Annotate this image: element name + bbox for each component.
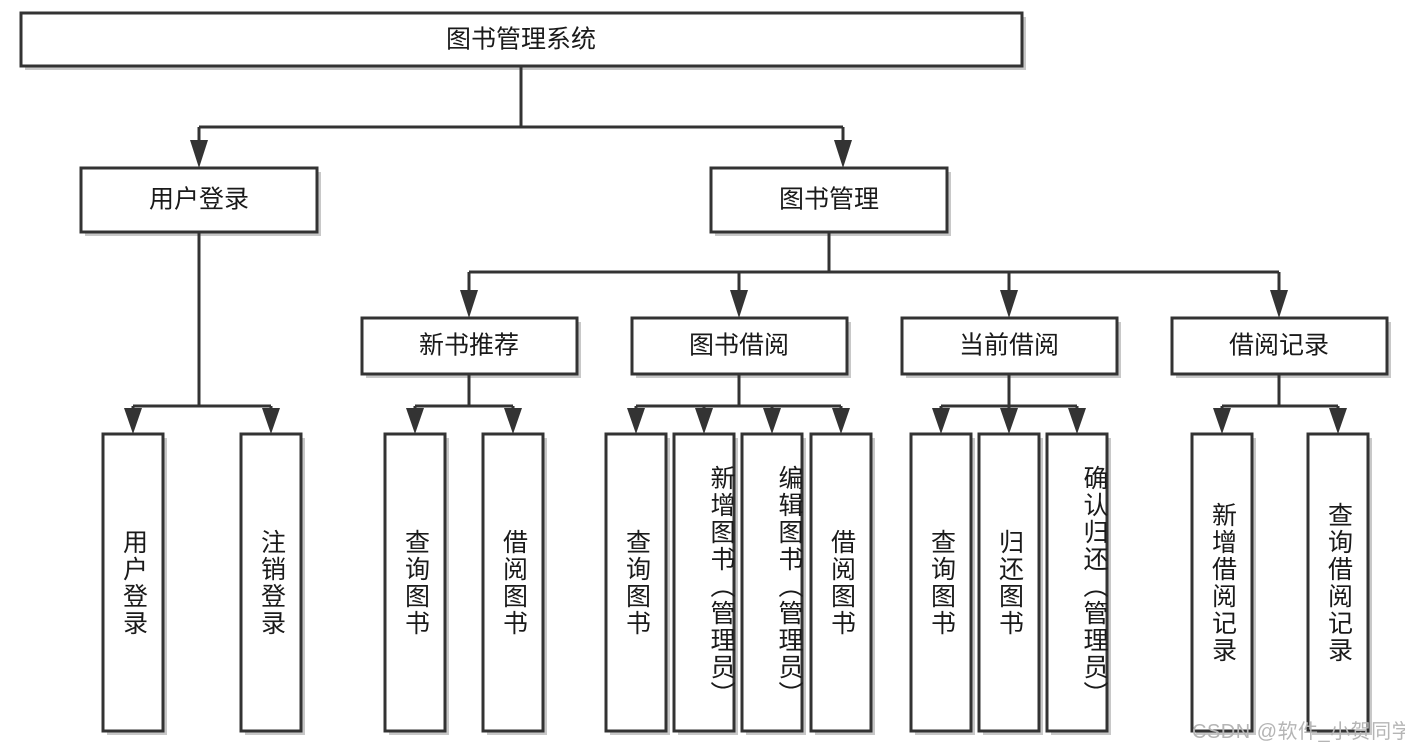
arrow-head-icon (730, 290, 748, 318)
leaf-query-book-1-box (383, 432, 447, 733)
leaf-borrow-book-1-box (481, 432, 545, 733)
leaf-add-record-box (1190, 432, 1254, 733)
leaf-user-login-box (101, 432, 165, 733)
leaf-edit-book-box (740, 432, 804, 733)
node-current-borrow-label: 当前借阅 (959, 332, 1059, 360)
node-book-borrow[interactable]: 图书借阅 (630, 316, 851, 378)
node-borrow-record[interactable]: 借阅记录 (1170, 316, 1391, 378)
node-borrow-record-label: 借阅记录 (1229, 332, 1329, 360)
arrow-head-icon (763, 408, 781, 434)
leaf-node-borrow-book-1[interactable] (481, 432, 547, 735)
arrow-head-icon (932, 408, 950, 434)
arrow-head-icon (262, 408, 280, 434)
node-user-login[interactable]: 用户登录 (79, 166, 321, 236)
leaf-node-user-login[interactable] (101, 432, 167, 735)
node-user-login-box (79, 166, 319, 234)
node-new-book-rec-label: 新书推荐 (419, 332, 519, 360)
leaf-node-query-book-3[interactable] (909, 432, 975, 735)
leaf-logout-box (239, 432, 303, 733)
leaf-node-return-book[interactable] (977, 432, 1043, 735)
leaf-node-logout[interactable] (239, 432, 305, 735)
leaf-node-add-book[interactable] (672, 432, 738, 735)
leaf-query-book-3-box (909, 432, 973, 733)
connector-user-login-to-leaves (124, 232, 280, 434)
leaf-node-add-record[interactable] (1190, 432, 1256, 735)
arrow-head-icon (695, 408, 713, 434)
csdn-watermark: CSDN @软件_小贺同学 (1192, 721, 1405, 743)
arrow-head-icon (1213, 408, 1231, 434)
connector-new-book-rec-to-leaves (406, 374, 522, 434)
arrow-head-icon (1329, 408, 1347, 434)
leaf-node-confirm-return[interactable] (1045, 432, 1111, 735)
leaf-query-book-2-box (604, 432, 668, 733)
connector-book-borrow-to-leaves (627, 374, 850, 434)
node-book-manage-label: 图书管理 (779, 186, 879, 214)
leaf-node-query-book-1[interactable] (383, 432, 449, 735)
node-new-book-rec-box (360, 316, 579, 376)
node-root-label: 图书管理系统 (446, 26, 596, 54)
leaf-node-edit-book[interactable] (740, 432, 806, 735)
node-book-borrow-label: 图书借阅 (689, 332, 789, 360)
connector-current-borrow-to-leaves (932, 374, 1086, 434)
leaf-node-query-book-2[interactable] (604, 432, 670, 735)
connector-borrow-record-to-leaves (1213, 374, 1347, 434)
node-book-manage[interactable]: 图书管理 (709, 166, 951, 236)
arrow-head-icon (627, 408, 645, 434)
arrow-head-icon (124, 408, 142, 434)
arrow-head-icon (1270, 290, 1288, 318)
leaf-query-record-box (1306, 432, 1370, 733)
leaf-confirm-return-box (1045, 432, 1109, 733)
node-borrow-record-box (1170, 316, 1389, 376)
arrow-head-icon (1068, 408, 1086, 434)
arrow-head-icon (460, 290, 478, 318)
leaf-add-book-box (672, 432, 736, 733)
arrow-head-icon (832, 408, 850, 434)
connector-root-to-level2 (190, 66, 852, 168)
node-user-login-label: 用户登录 (149, 186, 249, 214)
leaf-borrow-book-2-box (809, 432, 873, 733)
node-current-borrow[interactable]: 当前借阅 (900, 316, 1121, 378)
node-root-box (19, 11, 1024, 68)
connector-book-manage-to-level3 (460, 232, 1288, 318)
leaf-return-book-box (977, 432, 1041, 733)
arrow-head-icon (504, 408, 522, 434)
arrow-head-icon (1000, 408, 1018, 434)
arrow-head-icon (834, 140, 852, 168)
leaf-node-query-record[interactable] (1306, 432, 1372, 735)
node-new-book-rec[interactable]: 新书推荐 (360, 316, 581, 378)
arrow-head-icon (406, 408, 424, 434)
arrow-head-icon (1000, 290, 1018, 318)
node-root[interactable]: 图书管理系统 (19, 11, 1026, 70)
arrow-head-icon (190, 140, 208, 168)
leaf-node-borrow-book-2[interactable] (809, 432, 875, 735)
node-current-borrow-box (900, 316, 1119, 376)
